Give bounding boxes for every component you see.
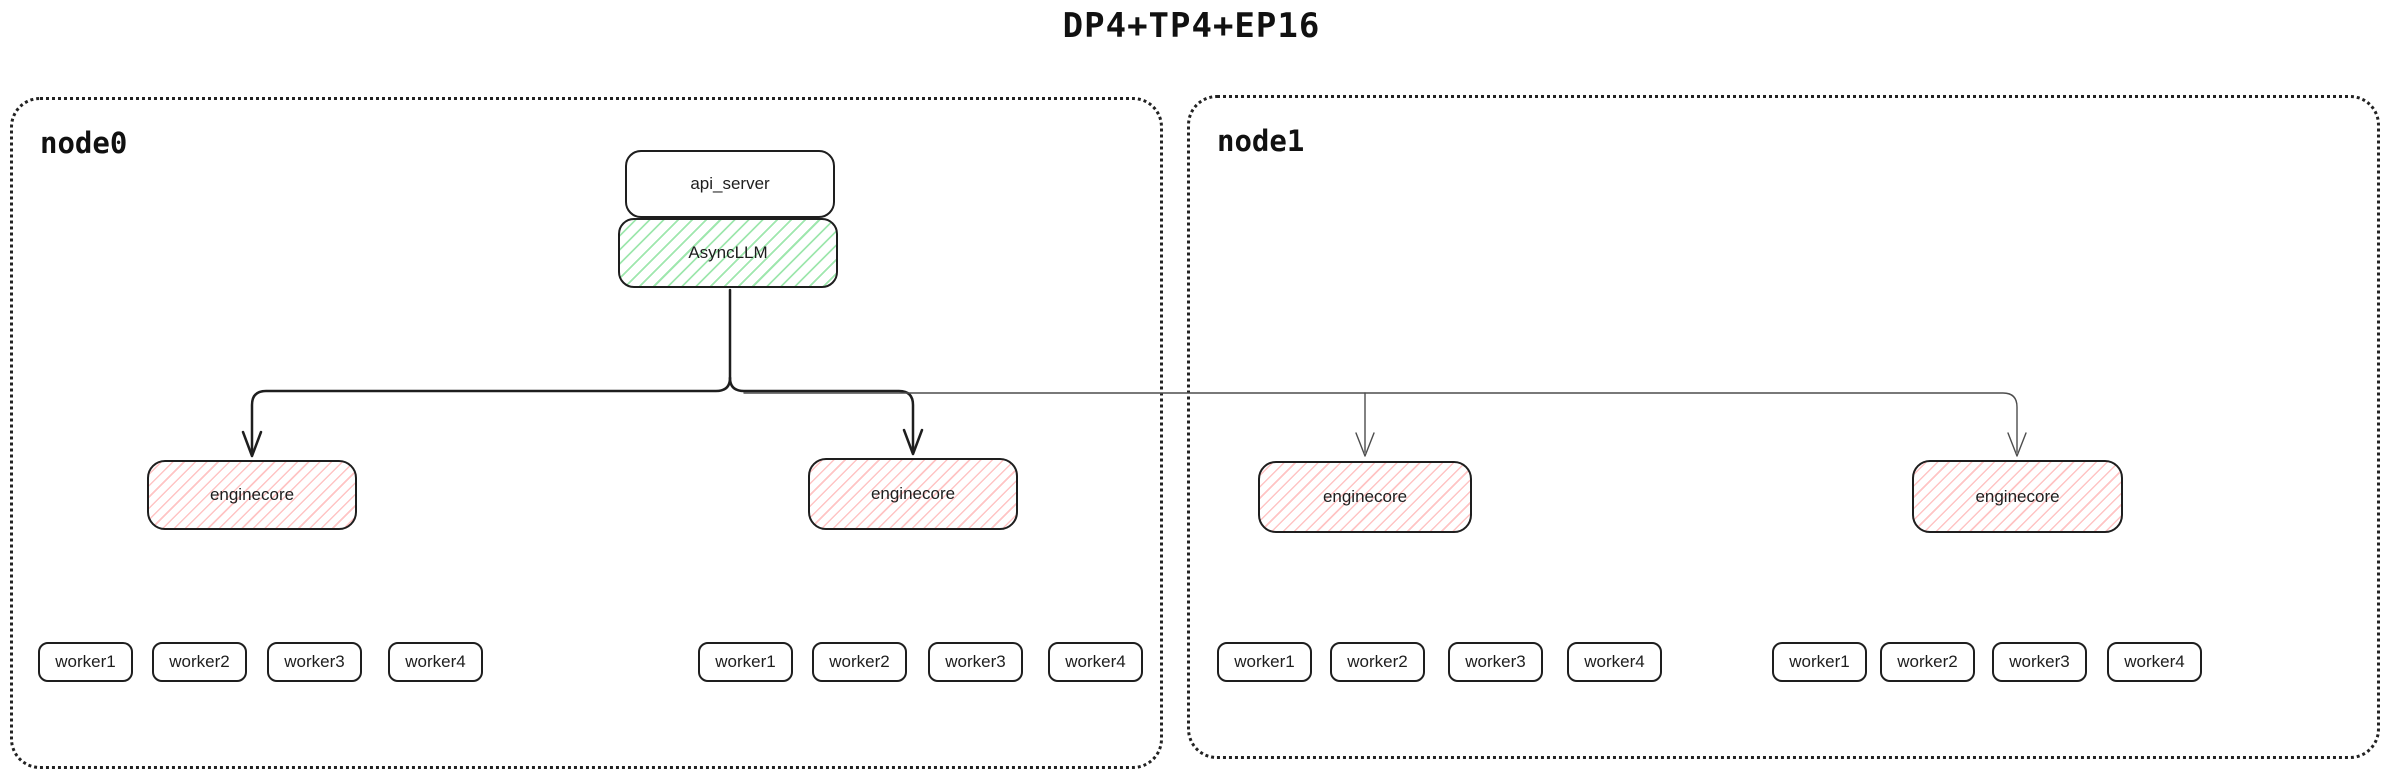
worker-box: worker3 — [1992, 642, 2087, 682]
node1-label: node1 — [1217, 124, 1305, 158]
worker-box: worker1 — [38, 642, 133, 682]
diagram-title: DP4+TP4+EP16 — [1062, 6, 1321, 46]
enginecore-box-2: enginecore — [808, 458, 1018, 530]
worker-box: worker2 — [1880, 642, 1975, 682]
worker-box: worker1 — [698, 642, 793, 682]
worker-box: worker1 — [1772, 642, 1867, 682]
worker-box: worker4 — [2107, 642, 2202, 682]
worker-box: worker2 — [152, 642, 247, 682]
enginecore-box-3: enginecore — [1258, 461, 1472, 533]
worker-box: worker2 — [1330, 642, 1425, 682]
worker-box: worker1 — [1217, 642, 1312, 682]
worker-box: worker4 — [1048, 642, 1143, 682]
asyncllm-box: AsyncLLM — [618, 218, 838, 288]
enginecore-box-1: enginecore — [147, 460, 357, 530]
worker-box: worker4 — [388, 642, 483, 682]
worker-box: worker3 — [928, 642, 1023, 682]
node0-label: node0 — [40, 126, 128, 160]
worker-box: worker4 — [1567, 642, 1662, 682]
worker-box: worker3 — [1448, 642, 1543, 682]
api-server-box: api_server — [625, 150, 835, 218]
worker-box: worker2 — [812, 642, 907, 682]
worker-box: worker3 — [267, 642, 362, 682]
enginecore-box-4: enginecore — [1912, 460, 2123, 533]
